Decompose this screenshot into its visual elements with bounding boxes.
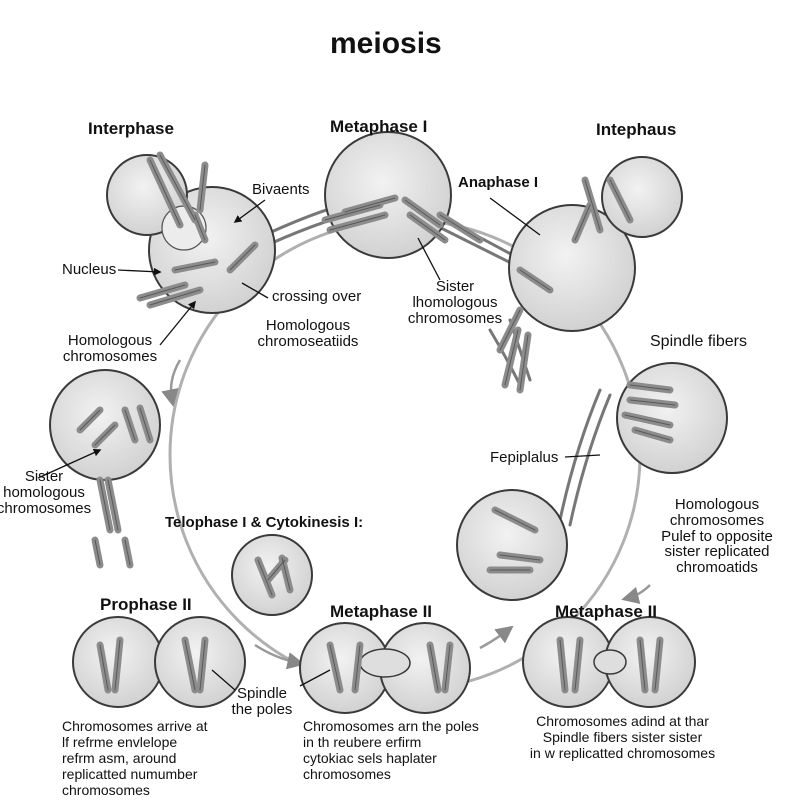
chromosome-outline xyxy=(574,204,591,241)
nucleus xyxy=(593,649,627,675)
chromosome-outline xyxy=(629,399,676,406)
chromosome-outline xyxy=(519,269,551,291)
chromosome-outline xyxy=(404,199,441,226)
cell xyxy=(324,131,452,259)
chromosome-outline xyxy=(174,261,216,271)
chromosome-outline xyxy=(184,639,196,691)
chromosome-outline xyxy=(499,554,541,561)
label-homologous-chromosomes-left: Homologous chromosomes xyxy=(62,332,158,365)
nucleus xyxy=(359,648,411,678)
chromosome-outline xyxy=(354,644,361,691)
chromosome-outline xyxy=(94,539,101,566)
label-sister-left: Sister homologous chromosomes xyxy=(0,468,92,517)
diagram-title: meiosis xyxy=(330,27,442,60)
stage-label-metaphase-2-center: Metaphase II xyxy=(330,602,433,621)
cycle-arrow xyxy=(621,584,651,604)
label-bivaents: Bivaents xyxy=(252,181,310,198)
chromosome-outline xyxy=(609,179,631,221)
chromosome-outline xyxy=(99,479,111,531)
chromosome-outline xyxy=(99,644,109,691)
chromosome-outline xyxy=(629,384,671,391)
chromosome-outline xyxy=(149,159,181,226)
chromosome-outline xyxy=(494,509,536,531)
chromosome-outline xyxy=(584,179,601,231)
cell xyxy=(456,489,568,601)
chromosome-outline xyxy=(124,409,136,441)
stage-label-metaphase-1: Metaphase I xyxy=(330,117,428,136)
chromosome-outline xyxy=(139,284,186,299)
chromosome-outline xyxy=(114,639,121,691)
chromosome-outline xyxy=(124,539,131,566)
caption-metaphase-2-right: Chromosomes adind at thar Spindle fibers… xyxy=(529,713,716,762)
label-homologous-chromatids: Homologous chromoseatiids xyxy=(257,317,359,350)
chromosome-outline xyxy=(654,639,661,691)
chromosome-outline xyxy=(429,644,439,691)
chromosome-outline xyxy=(634,429,671,441)
stage-label-prophase-2: Prophase II xyxy=(100,595,192,614)
chromosome-outline xyxy=(229,244,256,271)
cycle-arrow xyxy=(254,643,305,670)
label-crossing-over: crossing over xyxy=(272,288,362,305)
cell xyxy=(616,362,728,474)
chromosome-outline xyxy=(329,214,386,231)
chromosome-outline xyxy=(159,154,196,221)
chromosome-outline xyxy=(267,559,286,581)
cycle-arrow xyxy=(479,625,514,650)
chromosome-outline xyxy=(444,644,451,691)
leader-lines xyxy=(37,197,601,691)
chromosome-outline xyxy=(281,557,291,591)
chromosome-outline xyxy=(79,409,101,431)
chromosome-outline xyxy=(324,204,381,221)
chromosome-outline xyxy=(439,214,481,241)
label-nucleus: Nucleus xyxy=(62,261,117,278)
stage-label-metaphase-2-right: Metaphase II xyxy=(555,602,658,621)
label-fepiplalus: Fepiplalus xyxy=(490,449,559,466)
chromosome-outline xyxy=(409,214,446,241)
chromosome-outline xyxy=(139,407,151,441)
chromosome-outline xyxy=(559,639,566,691)
label-spindle-poles: Spindle the poles xyxy=(231,685,293,718)
cell xyxy=(601,156,683,238)
chromosome-outline xyxy=(574,639,581,691)
chromosome-outline xyxy=(344,197,396,213)
chromosome-outline xyxy=(149,289,201,306)
chromosome-outline xyxy=(199,639,206,691)
chromosome-outline xyxy=(624,414,671,426)
stage-label-telophase: Telophase I & Cytokinesis I: xyxy=(165,514,364,531)
cell xyxy=(508,204,636,332)
chromosome-outline xyxy=(504,329,519,386)
chromosome-outline xyxy=(199,164,206,211)
chromosome-outline xyxy=(639,639,646,691)
label-sister-center: Sister lhomologous chromosomes xyxy=(407,278,503,327)
stage-label-interphase: Interphase xyxy=(88,119,174,138)
stage-label-anaphase-1: Anaphase I xyxy=(458,174,539,191)
stage-label-spindle-fibers: Spindle fibers xyxy=(650,333,747,350)
chromosome-outline xyxy=(94,424,116,446)
chromosome-outline xyxy=(257,559,273,596)
chromosome-outline xyxy=(519,334,529,391)
chromosome-outline xyxy=(499,309,521,351)
caption-prophase-2: Chromosomes arrive at lf refrme envlelop… xyxy=(62,718,208,799)
label-homologous-chromosomes-right: Homologous chromosomes Pulef to opposite… xyxy=(661,496,773,576)
caption-metaphase-2-center: Chromosomes arn the poles in th reubere … xyxy=(303,718,479,783)
cycle-arrow xyxy=(161,359,182,407)
chromosome-outline xyxy=(329,644,341,691)
stage-label-intephaus: Intephaus xyxy=(596,120,677,139)
chromosome-outline xyxy=(194,214,206,241)
chromosome-outline xyxy=(107,479,119,531)
